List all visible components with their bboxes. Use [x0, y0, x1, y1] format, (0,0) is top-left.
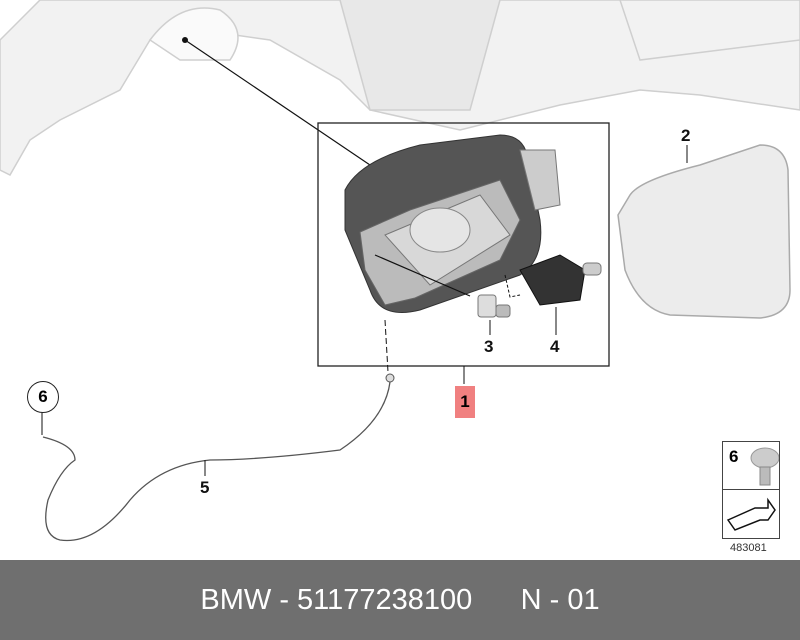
callout-1-highlighted[interactable]: 1: [455, 386, 475, 418]
callout-5: 5: [200, 478, 210, 497]
leader-line-body: [184, 39, 371, 166]
legend-divider: [723, 489, 779, 490]
body-mount-point: [182, 37, 188, 43]
footer-bar: BMW - 51177238100 N - 01: [0, 560, 800, 640]
part-number-text: BMW - 51177238100 N - 01: [200, 583, 600, 616]
fuel-filler-housing: [344, 134, 561, 313]
part-3-pin: [477, 294, 511, 318]
cable-grommet: [385, 373, 395, 383]
parts-diagram: [0, 0, 800, 542]
document-number: 483081: [730, 542, 767, 554]
legend-box: 6: [722, 441, 780, 539]
leader-line-3: [374, 254, 471, 297]
part-5-emergency-cable: [42, 381, 391, 542]
callout-6: 6: [27, 381, 59, 413]
callout-4: 4: [550, 337, 560, 356]
part-4-actuator: [504, 254, 602, 306]
part-2-fuel-flap: [617, 144, 791, 319]
car-body-panel: [0, 0, 800, 176]
callout-3: 3: [484, 337, 494, 356]
leader-line-cable: [384, 319, 389, 373]
arrow-icon: [726, 497, 776, 531]
callout-1: 1: [460, 392, 470, 411]
clip-stem-icon: [759, 466, 771, 486]
callout-6-label: 6: [38, 387, 48, 406]
legend-number: 6: [729, 447, 739, 466]
callout-2: 2: [681, 126, 691, 145]
